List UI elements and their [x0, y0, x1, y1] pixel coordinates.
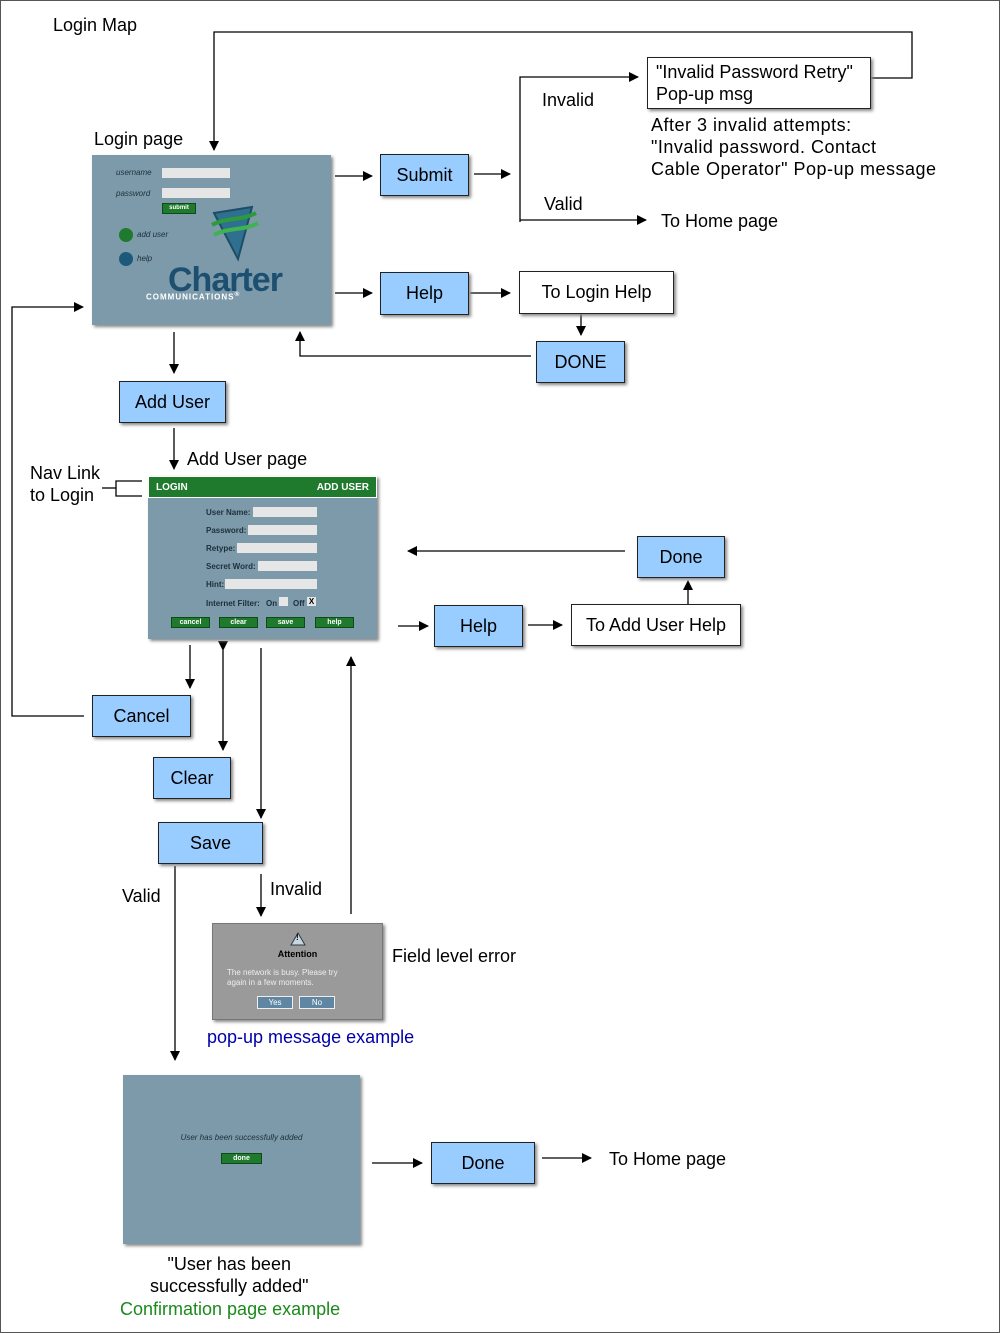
user-name-label: User Name:	[206, 508, 251, 517]
nav-add-user-label: ADD USER	[316, 482, 369, 493]
cancel-box[interactable]: Cancel	[92, 695, 191, 737]
clear-box[interactable]: Clear	[153, 757, 231, 799]
connector-retry-to-login	[209, 31, 913, 151]
help-link[interactable]: help	[137, 254, 153, 263]
popup-no-button[interactable]: No	[299, 996, 335, 1009]
password-input[interactable]	[248, 525, 317, 535]
username-label: username	[116, 168, 152, 177]
to-login-help-box: To Login Help	[519, 271, 674, 314]
retype-input[interactable]	[237, 543, 317, 553]
confirm-caption: Confirmation page example	[120, 1299, 341, 1319]
nav-link-label: Nav Link to Login	[30, 463, 101, 505]
diagram-title: Login Map	[53, 15, 138, 35]
submit-box[interactable]: Submit	[380, 154, 469, 196]
charter-brand-sub: COMMUNICATIONS®	[146, 291, 240, 302]
filter-off-label: Off	[293, 599, 305, 608]
internet-filter-label: Internet Filter:	[206, 599, 260, 608]
clear-button[interactable]: clear	[219, 617, 258, 628]
save-valid-label: Valid	[122, 886, 161, 906]
valid-label: Valid	[544, 194, 583, 214]
warning-icon	[290, 932, 306, 946]
popup-screen-thumbnail: ! Attention The network is busy. Please …	[212, 923, 383, 1020]
popup-caption: pop-up message example	[207, 1027, 415, 1047]
to-add-user-help-box: To Add User Help	[571, 604, 741, 646]
popup-message: The network is busy. Please try again in…	[227, 968, 338, 987]
cancel-button[interactable]: cancel	[171, 617, 210, 628]
hint-label: Hint:	[206, 580, 225, 589]
user-name-input[interactable]	[253, 507, 317, 517]
popup-yes-button[interactable]: Yes	[257, 996, 293, 1009]
invalid-attempts-note: After 3 invalid attempts: "Invalid passw…	[651, 115, 937, 179]
help-icon[interactable]	[119, 252, 133, 266]
add-user-page-label: Add User page	[187, 449, 308, 469]
add-user-help-box[interactable]: Help	[434, 605, 523, 647]
connector-cancel-login	[11, 302, 84, 717]
login-help-done-box[interactable]: DONE	[536, 341, 625, 383]
confirm-screen-thumbnail: User has been successfully added done	[123, 1075, 360, 1244]
popup-title: Attention	[277, 949, 318, 959]
username-input[interactable]	[162, 168, 230, 178]
save-invalid-label: Invalid	[270, 879, 323, 899]
confirm-message: User has been successfully added	[180, 1133, 303, 1142]
warning-glyph: !	[296, 933, 299, 942]
filter-off-checkbox[interactable]: X	[307, 597, 316, 606]
add-user-icon[interactable]	[119, 228, 133, 242]
login-screen-thumbnail: username password submit add user help C…	[92, 155, 331, 325]
password-input[interactable]	[162, 188, 230, 198]
retry-popup-box: "Invalid Password Retry" Pop-up msg	[647, 57, 871, 109]
password-label: password	[116, 189, 151, 198]
login-page-label: Login page	[94, 129, 184, 149]
to-home-bottom-label: To Home page	[609, 1149, 727, 1169]
confirm-done-button[interactable]: done	[221, 1153, 262, 1164]
charter-brand-sub-mark: ®	[234, 291, 241, 298]
charter-logo-icon	[211, 205, 259, 262]
invalid-label: Invalid	[542, 90, 595, 110]
secret-word-input[interactable]	[258, 561, 317, 571]
help-button[interactable]: help	[315, 617, 354, 628]
add-user-box[interactable]: Add User	[119, 381, 226, 423]
filter-on-checkbox[interactable]	[279, 597, 288, 606]
confirm-quote: "User has been successfully added"	[150, 1254, 309, 1296]
filter-on-label: On	[266, 599, 278, 608]
nav-login-link[interactable]: LOGIN	[156, 482, 188, 493]
submit-button[interactable]: submit	[162, 203, 196, 214]
add-user-screen-thumbnail: LOGIN ADD USER User Name: Password: Rety…	[148, 476, 377, 639]
confirm-done-box[interactable]: Done	[431, 1142, 535, 1184]
save-button[interactable]: save	[266, 617, 305, 628]
retype-label: Retype:	[206, 544, 236, 553]
connector-done-login	[295, 331, 531, 357]
connector-invalid	[519, 72, 639, 222]
secret-word-label: Secret Word:	[206, 562, 256, 571]
login-help-box[interactable]: Help	[380, 272, 469, 315]
add-user-link[interactable]: add user	[137, 230, 169, 239]
add-user-help-done-box[interactable]: Done	[637, 536, 725, 578]
add-user-nav-bar: LOGIN ADD USER	[148, 476, 377, 498]
to-home-label: To Home page	[661, 211, 779, 231]
password-label: Password:	[206, 526, 247, 535]
charter-brand: Charter	[168, 261, 283, 299]
charter-brand-sub-text: COMMUNICATIONS	[146, 292, 235, 302]
hint-input[interactable]	[225, 579, 317, 589]
save-box[interactable]: Save	[158, 822, 263, 864]
nav-link-bracket	[115, 480, 142, 497]
field-error-label: Field level error	[392, 946, 517, 966]
